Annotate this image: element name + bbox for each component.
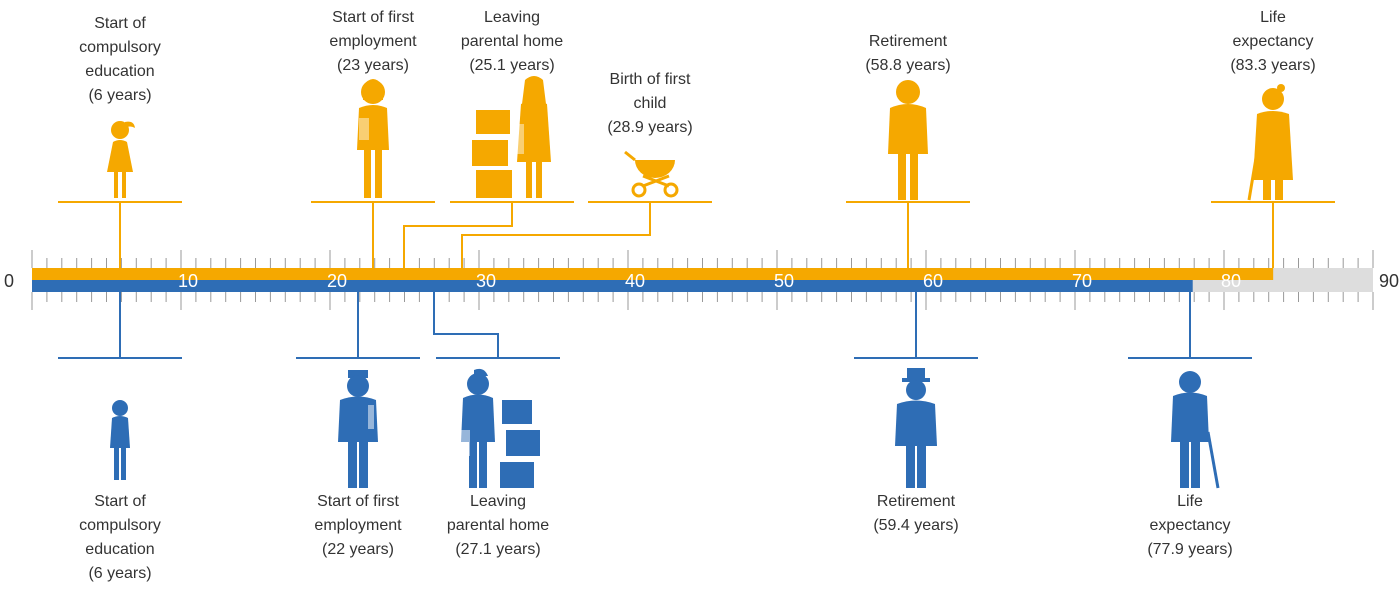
axis-tick-label: 10 <box>178 271 198 291</box>
male-life-expectancy-label: Life expectancy (77.9 years) <box>1105 490 1275 562</box>
man-with-tie-icon <box>338 370 378 488</box>
female-retirement-label: Retirement (58.8 years) <box>823 30 993 78</box>
axis-tick-label: 50 <box>774 271 794 291</box>
label-line: Life <box>1177 493 1203 510</box>
label-line: (6 years) <box>88 87 152 104</box>
label-line: Retirement <box>868 33 948 50</box>
axis-tick-labels: 0 10 20 30 40 50 60 70 80 90 <box>4 271 1399 291</box>
female-leaving-home-label: Leaving parental home (25.1 years) <box>427 6 597 78</box>
female-life-expectancy-label: Life expectancy (83.3 years) <box>1188 6 1358 78</box>
milestone-connectors <box>119 202 1274 358</box>
label-line: education <box>85 63 155 80</box>
axis-tick-label: 30 <box>476 271 496 291</box>
label-line: (23 years) <box>336 57 410 74</box>
female-employment-label: Start of first employment (23 years) <box>288 6 458 78</box>
label-line: (22 years) <box>321 541 395 558</box>
female-timeline-bar <box>32 268 1274 280</box>
milestone-platforms <box>58 201 1335 359</box>
pram-icon <box>624 144 679 198</box>
woman-with-boxes-icon <box>472 76 551 198</box>
label-line: (28.9 years) <box>607 119 693 136</box>
boy-icon <box>110 400 130 480</box>
label-line: compulsory <box>79 39 161 56</box>
older-woman-icon <box>888 80 928 200</box>
label-line: employment <box>329 33 417 50</box>
label-line: expectancy <box>1232 33 1314 50</box>
milestone-icons <box>107 76 1293 489</box>
axis-tick-label: 20 <box>327 271 347 291</box>
label-line: Retirement <box>876 493 956 510</box>
label-line: (77.9 years) <box>1147 541 1233 558</box>
male-retirement-label: Retirement (59.4 years) <box>831 490 1001 538</box>
label-line: parental home <box>460 33 564 50</box>
label-line: Leaving <box>469 493 527 510</box>
label-line: (25.1 years) <box>469 57 555 74</box>
axis-tick-label: 70 <box>1072 271 1092 291</box>
axis-ticks <box>31 250 1374 310</box>
label-line: (83.3 years) <box>1230 57 1316 74</box>
axis-tick-label: 0 <box>4 271 14 291</box>
male-timeline-bar <box>32 280 1193 292</box>
label-line: compulsory <box>79 517 161 534</box>
elderly-woman-with-cane-icon <box>1247 84 1293 201</box>
male-leaving-home-connector <box>433 292 499 358</box>
label-line: Start of first <box>317 493 399 510</box>
label-line: education <box>85 541 155 558</box>
man-with-boxes-icon <box>460 368 540 488</box>
label-line: Start of first <box>332 9 414 26</box>
label-line: child <box>633 95 667 112</box>
label-line: expectancy <box>1149 517 1231 534</box>
axis-tick-label: 40 <box>625 271 645 291</box>
girl-icon <box>107 121 135 198</box>
female-first-child-connector <box>461 202 651 268</box>
label-line: (58.8 years) <box>865 57 951 74</box>
female-education-label: Start of compulsory education (6 years) <box>35 12 205 108</box>
female-first-child-label: Birth of first child (28.9 years) <box>565 68 735 140</box>
male-education-label: Start of compulsory education (6 years) <box>35 490 205 586</box>
label-line: Leaving <box>483 9 541 26</box>
label-line: Start of <box>94 493 146 510</box>
elderly-man-with-cane-icon <box>1171 371 1220 489</box>
label-line: (59.4 years) <box>873 517 959 534</box>
axis-tick-label: 80 <box>1221 271 1241 291</box>
label-line: parental home <box>446 517 550 534</box>
label-line: (27.1 years) <box>455 541 541 558</box>
male-leaving-home-label: Leaving parental home (27.1 years) <box>413 490 583 562</box>
older-man-with-hat-icon <box>895 368 937 488</box>
label-line: Birth of first <box>609 71 691 88</box>
label-line: Start of <box>94 15 146 32</box>
axis-tick-label: 90 <box>1379 271 1399 291</box>
label-line: Life <box>1260 9 1286 26</box>
axis-tick-label: 60 <box>923 271 943 291</box>
male-employment-label: Start of first employment (22 years) <box>273 490 443 562</box>
female-leaving-home-connector <box>403 202 513 268</box>
label-line: employment <box>314 517 402 534</box>
woman-with-folder-icon <box>357 79 389 198</box>
label-line: (6 years) <box>88 565 152 582</box>
